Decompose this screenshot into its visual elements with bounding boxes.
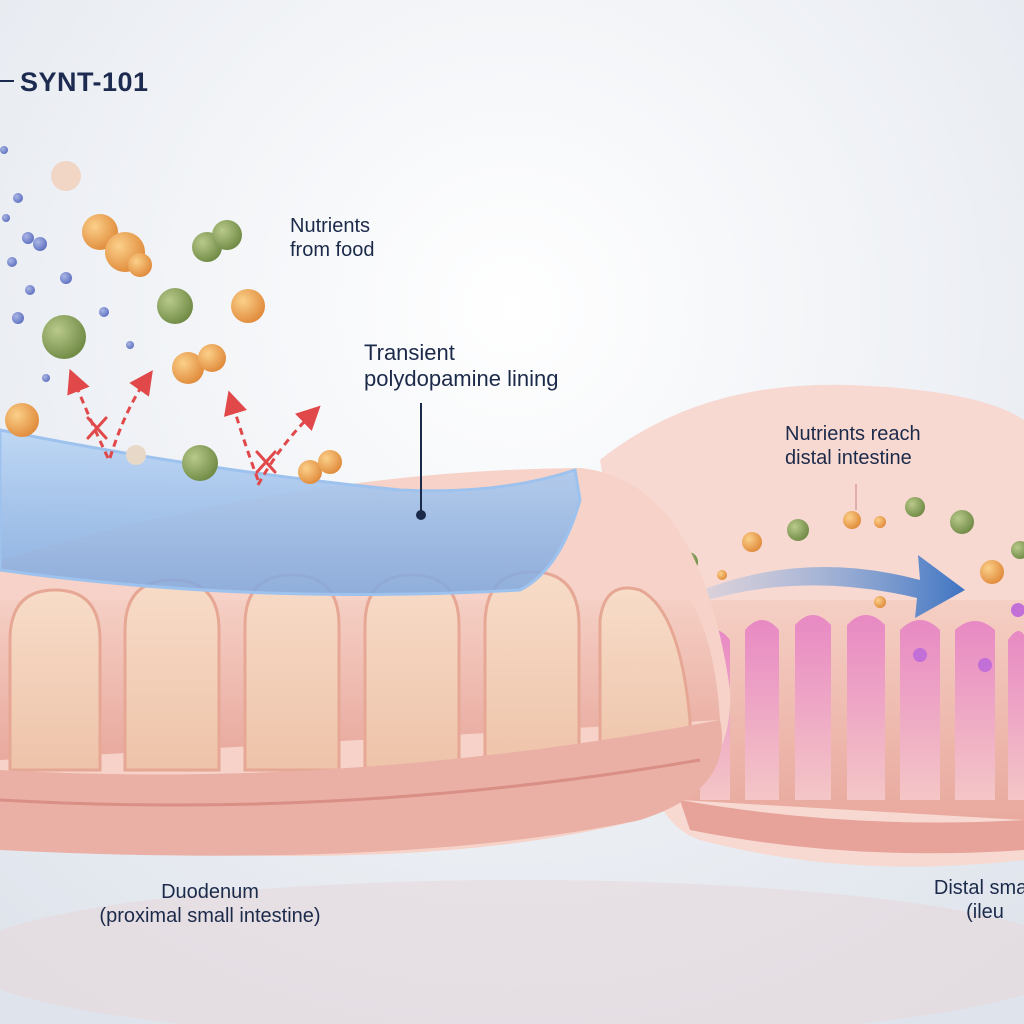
lining-label-line2: polydopamine lining — [364, 366, 559, 392]
ileum-label-line1: Distal small — [933, 877, 1024, 899]
particles — [0, 146, 134, 382]
lining-label-line1: Transient — [364, 340, 455, 365]
nutrients-label: Nutrients from food — [290, 214, 374, 262]
distal-label: Nutrients reach distal intestine — [785, 422, 921, 470]
duodenum-label: Duodenum (proximal small intestine) — [80, 880, 340, 928]
flow-arrow-icon — [690, 555, 965, 618]
distal-nutrients — [678, 497, 1024, 608]
ileum-label: Distal small (ileu — [900, 876, 1024, 924]
nutrients-label-line1: Nutrients — [290, 215, 371, 237]
nutrients-label-line2: from food — [290, 239, 375, 261]
duodenum-villi — [8, 570, 692, 772]
food-nutrients — [5, 161, 342, 484]
distal-villi — [700, 615, 1024, 800]
block-x-marks — [86, 416, 277, 474]
lining-label: Transient polydopamine lining — [364, 340, 558, 393]
duodenum-label-line2: (proximal small intestine) — [99, 905, 321, 927]
polydopamine-lining — [0, 428, 582, 596]
floor-shadow — [0, 880, 1024, 1024]
duodenum-label-line1: Duodenum — [161, 881, 259, 903]
distal-label-line1: Nutrients reach — [785, 423, 921, 445]
page-title: SYNT-101 — [20, 67, 149, 97]
distal-label-line2: distal intestine — [785, 447, 912, 469]
ileum-label-line2: (ileu — [966, 901, 1004, 923]
lining-pointer-dot — [416, 510, 426, 520]
